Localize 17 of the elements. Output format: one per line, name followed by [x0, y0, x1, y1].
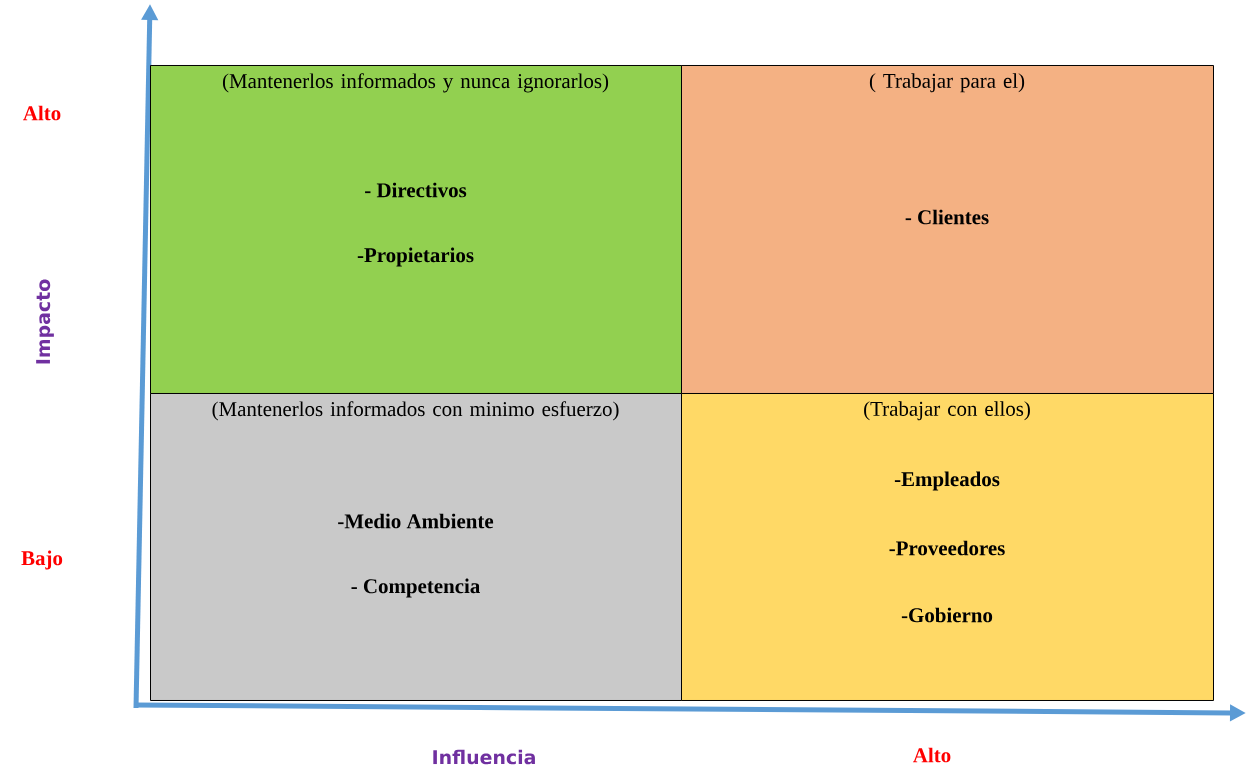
list-item: - Competencia — [351, 578, 480, 598]
list-item: -Medio Ambiente — [338, 513, 494, 529]
box-heading: (Mantenerlos informados y nunca ignorarlos) — [222, 73, 609, 93]
list-item: - Clientes — [905, 209, 989, 225]
axis-label: Alto — [913, 747, 951, 763]
box-heading: ( Trabajar para el) — [869, 73, 1025, 93]
box-heading: (Trabajar con ellos) — [864, 401, 1030, 421]
box-heading: (Mantenerlos informados con minimo esfuerzo) — [212, 401, 619, 421]
list-item: -Propietarios — [357, 247, 474, 267]
axis-label: Bajo — [21, 550, 63, 570]
list-item: - Directivos — [365, 182, 467, 198]
list-item: -Proveedores — [889, 540, 1005, 556]
list-item: -Gobierno — [901, 607, 993, 623]
axis-label: Influencia — [433, 749, 535, 765]
axis-label: Impacto — [36, 279, 54, 364]
list-item: -Empleados — [894, 471, 1000, 491]
axis-label: Alto — [23, 105, 61, 121]
